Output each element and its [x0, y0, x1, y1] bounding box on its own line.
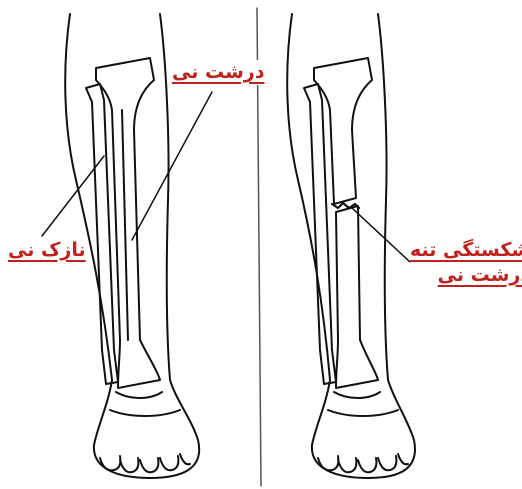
- label-fracture-line1: شکستگی تنه: [410, 238, 522, 263]
- label-fibula-left: نازک نی: [8, 238, 86, 263]
- label-fracture-line2: درشت نی: [410, 263, 522, 288]
- left-tibia-inner: [122, 110, 128, 340]
- right-leg-outline: [287, 14, 415, 478]
- left-tibia-leader: [132, 92, 212, 240]
- fracture-leader: [352, 208, 410, 262]
- label-tibia-fracture: شکستگی تنه درشت نی: [410, 238, 522, 287]
- right-leg-fractured: [287, 14, 415, 478]
- label-tibia-left: درشت نی: [172, 60, 264, 85]
- right-toes: [318, 454, 408, 472]
- left-toes: [100, 454, 190, 472]
- left-ankle-bones: [110, 392, 180, 416]
- right-ankle-bones: [328, 392, 398, 416]
- right-tibia-lower: [336, 206, 378, 388]
